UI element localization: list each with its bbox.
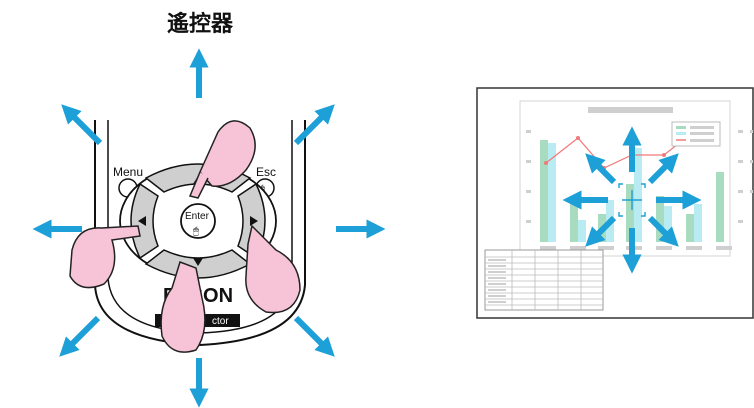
enter-label: Enter <box>185 211 210 222</box>
bar <box>664 206 672 242</box>
diagram-title: 遙控器 <box>166 12 233 37</box>
screen-arrow-up-right-icon <box>647 153 679 185</box>
bar <box>686 214 694 242</box>
bar <box>716 172 724 242</box>
dpad-left-arrow-icon <box>138 216 146 226</box>
bar <box>656 196 664 242</box>
y-axis-ticks-right <box>738 130 753 223</box>
arrow-down-right-icon <box>293 315 335 357</box>
finger-right-icon <box>245 224 301 314</box>
chart-line <box>545 132 693 169</box>
data-table <box>484 249 604 311</box>
bar <box>540 140 548 242</box>
y-axis-ticks-left <box>526 130 531 223</box>
bar <box>626 184 634 242</box>
finger-left-icon <box>69 225 141 289</box>
enter-mouse-icon: 🖱 <box>193 225 199 237</box>
arrow-up-right-icon <box>293 104 335 146</box>
bar <box>570 196 578 242</box>
arrow-up-left-icon <box>61 104 103 146</box>
finger-up-icon <box>188 120 256 199</box>
bar <box>578 220 586 242</box>
bar <box>548 143 556 242</box>
esc-label: Esc <box>256 165 276 179</box>
dpad-down-arrow-icon <box>193 258 203 266</box>
dpad-right-arrow-icon <box>250 216 258 226</box>
chart-title-bar <box>588 107 673 113</box>
screen-arrow-down-right-icon <box>647 215 679 247</box>
bar <box>634 148 642 242</box>
chart-legend <box>671 121 721 147</box>
cross-cursor-icon <box>618 183 646 217</box>
screen-arrow-down-left-icon <box>585 215 617 247</box>
screen-direction-arrows <box>562 126 702 274</box>
screen-arrow-up-left-icon <box>585 153 617 185</box>
menu-label: Menu <box>113 165 143 179</box>
sub-label: ctor <box>212 316 229 327</box>
arrow-down-left-icon <box>59 315 101 357</box>
finger-down-icon <box>160 261 206 353</box>
remote-control: Menu Esc 🖱 Enter 🖱 EPSON ctor <box>32 48 386 408</box>
remote-direction-arrows <box>32 48 386 408</box>
bar <box>694 204 702 242</box>
enter-button[interactable] <box>180 203 216 239</box>
projection-screen <box>476 87 754 319</box>
